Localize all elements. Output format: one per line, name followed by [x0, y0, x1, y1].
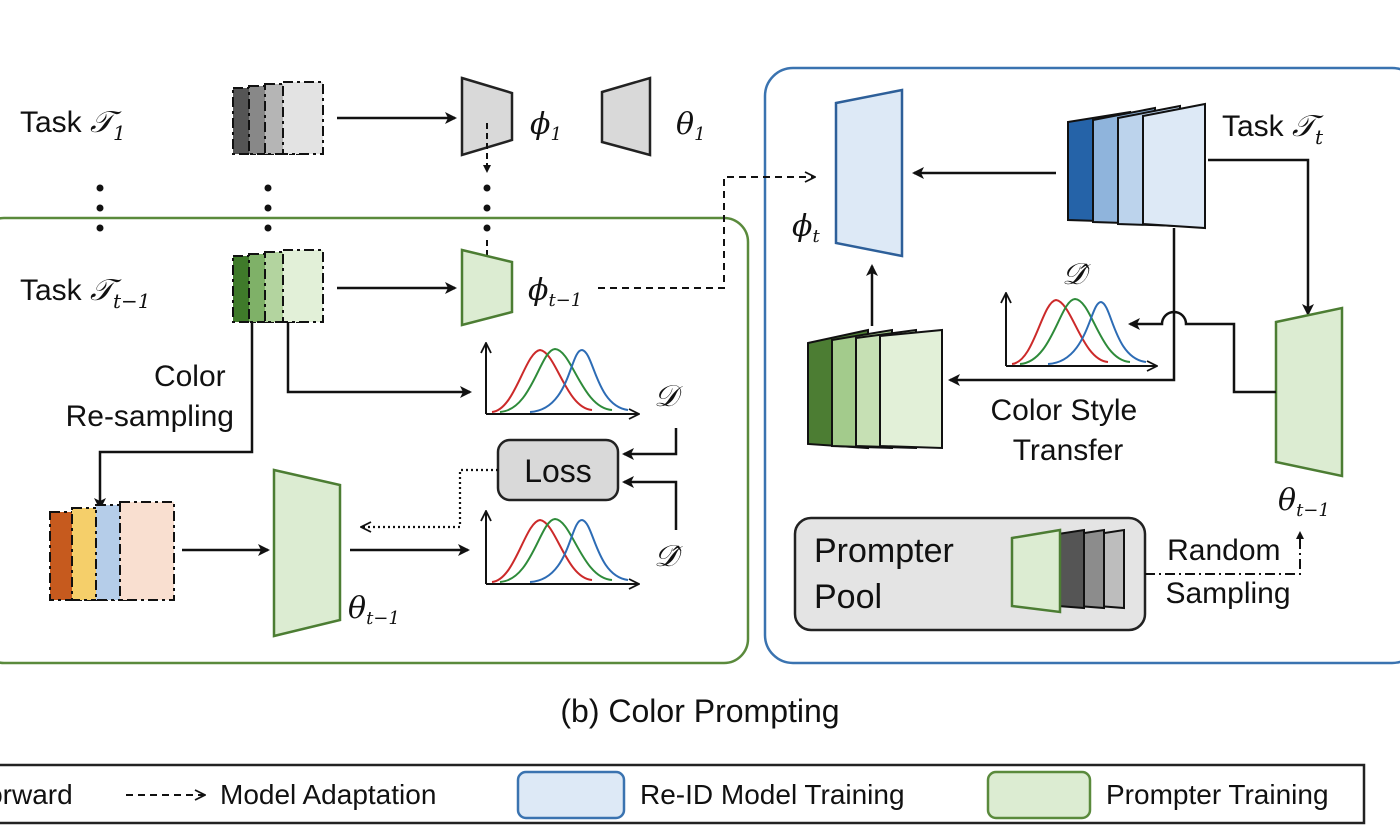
phit-label: ϕt — [792, 209, 820, 247]
phi1-model — [460, 76, 514, 157]
arrow-tm1-resampling — [94, 322, 254, 510]
legend-reid-swatch — [516, 770, 626, 820]
dist-d-label: 𝒟 — [654, 379, 683, 414]
thetatm1-right-label: θt−1 — [1278, 483, 1330, 521]
prompter-pool-label: Prompter Pool — [814, 532, 963, 616]
task-t-label: Task 𝒯t — [1222, 109, 1324, 149]
prompter-pool-stack — [1010, 528, 1125, 614]
resampled-image-stack — [49, 501, 175, 601]
arrow-d-to-loss — [622, 428, 678, 460]
arrow-tm1-to-dist — [286, 322, 472, 398]
transferred-image-stack — [807, 328, 943, 450]
prompter-training-panel — [0, 216, 750, 665]
distribution-plot-dhat-left — [486, 512, 638, 584]
thetatm1-right-model — [1274, 306, 1344, 478]
distribution-plot-d — [486, 344, 638, 414]
legend-prompter-swatch — [986, 770, 1092, 820]
legend-prompter: Prompter Training — [1106, 779, 1329, 810]
arrow-t-to-transfer — [948, 228, 1176, 386]
arrow-dhat-to-loss — [622, 476, 678, 530]
task-t-image-stack — [1067, 102, 1206, 230]
vertical-ellipsis-left — [96, 184, 491, 232]
thetatm1-left-label: θt−1 — [348, 591, 400, 629]
legend-box — [0, 763, 1366, 825]
phit-model — [834, 88, 904, 258]
distribution-plot-dhat-right — [1006, 294, 1156, 366]
task-t1-label: Task 𝒯1 — [20, 105, 126, 145]
task-t1-image-stack — [232, 81, 324, 155]
arrow-thetatm1-to-dhat — [1128, 310, 1276, 394]
random-sampling-link — [1145, 531, 1304, 575]
legend-adaptation: Model Adaptation — [220, 779, 436, 810]
theta1-model — [600, 76, 652, 157]
dist-dhat-right-label: 𝒟̂ — [1062, 257, 1091, 292]
dist-dhat-left-label: 𝒟̂ — [654, 539, 683, 574]
phitm1-label: ϕt−1 — [528, 273, 582, 311]
legend-reid: Re-ID Model Training — [640, 779, 905, 810]
legend-forward: Forward — [0, 779, 73, 810]
thetatm1-left-model — [272, 468, 342, 638]
color-style-transfer-label: Color Style Transfer — [990, 394, 1145, 467]
gradient-back-to-theta — [362, 468, 498, 527]
caption: (b) Color Prompting — [560, 693, 839, 729]
adaptation-phitm1-to-phit — [598, 177, 814, 289]
task-tm1-label: Task 𝒯t−1 — [20, 273, 151, 313]
reid-training-panel — [763, 66, 1400, 665]
arrow-t-to-thetatm1 — [1208, 158, 1314, 316]
theta1-label: θ1 — [676, 107, 706, 145]
color-resampling-label: Color Re-sampling — [66, 360, 234, 433]
random-sampling-label: Random Sampling — [1165, 534, 1290, 610]
loss-label: Loss — [524, 453, 592, 489]
phitm1-model — [460, 248, 514, 327]
task-tm1-image-stack — [232, 249, 324, 323]
phi1-label: ϕ1 — [530, 107, 562, 145]
